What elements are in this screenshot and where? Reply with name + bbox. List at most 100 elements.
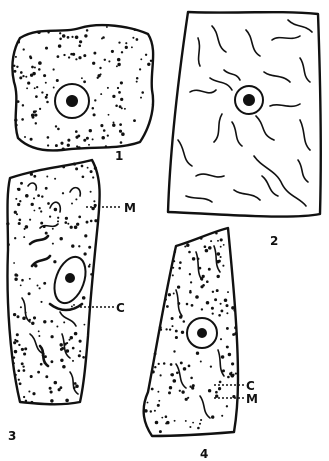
granule-dot [139,68,141,70]
granule-dot [22,365,24,367]
granule-dot [226,304,229,307]
granule-dot [227,376,230,379]
granule-dot [171,325,173,327]
granule-dot [40,301,42,303]
granule-dot [105,145,107,147]
granule-dot [23,396,25,398]
granule-dot [99,67,101,69]
granule-dot [30,401,33,404]
granule-dot [62,165,65,168]
granule-dot [13,262,15,264]
granule-dot [78,44,81,47]
granule-dot [192,422,194,424]
granule-dot [62,365,66,369]
granule-dot [78,354,81,357]
cell-1-nucleolus [66,95,78,107]
granule-dot [37,194,40,197]
granule-dot [220,303,222,305]
granule-dot [33,316,36,319]
granule-dot [204,245,207,248]
granule-dot [43,320,46,323]
granule-dot [17,315,20,318]
granule-dot [170,363,173,366]
granule-dot [154,352,157,355]
granule-dot [200,419,202,421]
granule-dot [15,198,17,200]
granule-dot [176,372,179,375]
granule-dot [74,332,78,336]
granule-dot [7,243,10,246]
granule-dot [25,400,27,402]
granule-dot [81,77,83,79]
granule-dot [77,146,80,149]
granule-dot [214,298,217,301]
granule-dot [67,223,69,225]
granule-dot [75,167,78,170]
granule-dot [200,237,203,240]
granule-dot [56,326,58,328]
granule-dot [215,391,218,394]
granule-dot [40,222,43,225]
granule-dot [92,176,94,178]
granule-dot [57,220,59,222]
granule-dot [208,246,212,250]
granule-dot [24,136,26,138]
granule-dot [47,31,49,33]
granule-dot [191,304,194,307]
granule-dot [200,361,202,363]
granule-dot [46,94,48,96]
granule-dot [93,200,95,202]
granule-dot [218,314,221,317]
granule-dot [206,280,209,283]
granule-dot [180,361,183,364]
granule-dot [67,144,70,147]
granule-dot [68,56,70,58]
granule-dot [54,381,58,385]
granule-dot [82,356,85,359]
granule-dot [173,379,177,383]
granule-dot [90,191,92,193]
granule-dot [79,350,81,352]
granule-dot [78,245,80,247]
figure-1-number: 1 [115,149,123,163]
granule-dot [60,142,63,145]
granule-dot [30,173,33,176]
granule-dot [108,114,110,116]
granule-dot [226,346,228,348]
granule-dot [18,344,20,346]
granule-dot [168,391,171,394]
granule-dot [172,274,174,276]
granule-dot [164,298,167,301]
granule-dot [94,219,97,222]
granule-dot [45,232,48,235]
granule-dot [33,197,35,199]
granule-dot [69,339,71,341]
granule-dot [39,287,41,289]
granule-dot [173,293,175,295]
granule-dot [65,399,69,403]
granule-dot [210,240,212,242]
granule-dot [36,86,38,88]
granule-dot [34,114,37,117]
granule-dot [25,76,27,78]
granule-dot [86,137,89,140]
granule-dot [112,95,115,98]
granule-dot [160,374,162,376]
granule-dot [18,218,21,221]
granule-dot [211,307,214,310]
granule-dot [71,203,73,205]
granule-dot [17,100,20,103]
granule-dot [14,350,17,353]
granule-dot [55,144,58,147]
granule-dot [226,327,229,330]
granule-dot [29,219,31,221]
cell-4: C M 4 [144,228,258,461]
granule-dot [175,330,178,333]
granule-dot [45,82,47,84]
granule-dot [31,203,34,206]
granule-dot [52,68,54,70]
granule-dot [31,322,34,325]
cell-2-nucleolus [243,94,255,106]
granule-dot [34,87,36,89]
granule-dot [38,335,40,337]
